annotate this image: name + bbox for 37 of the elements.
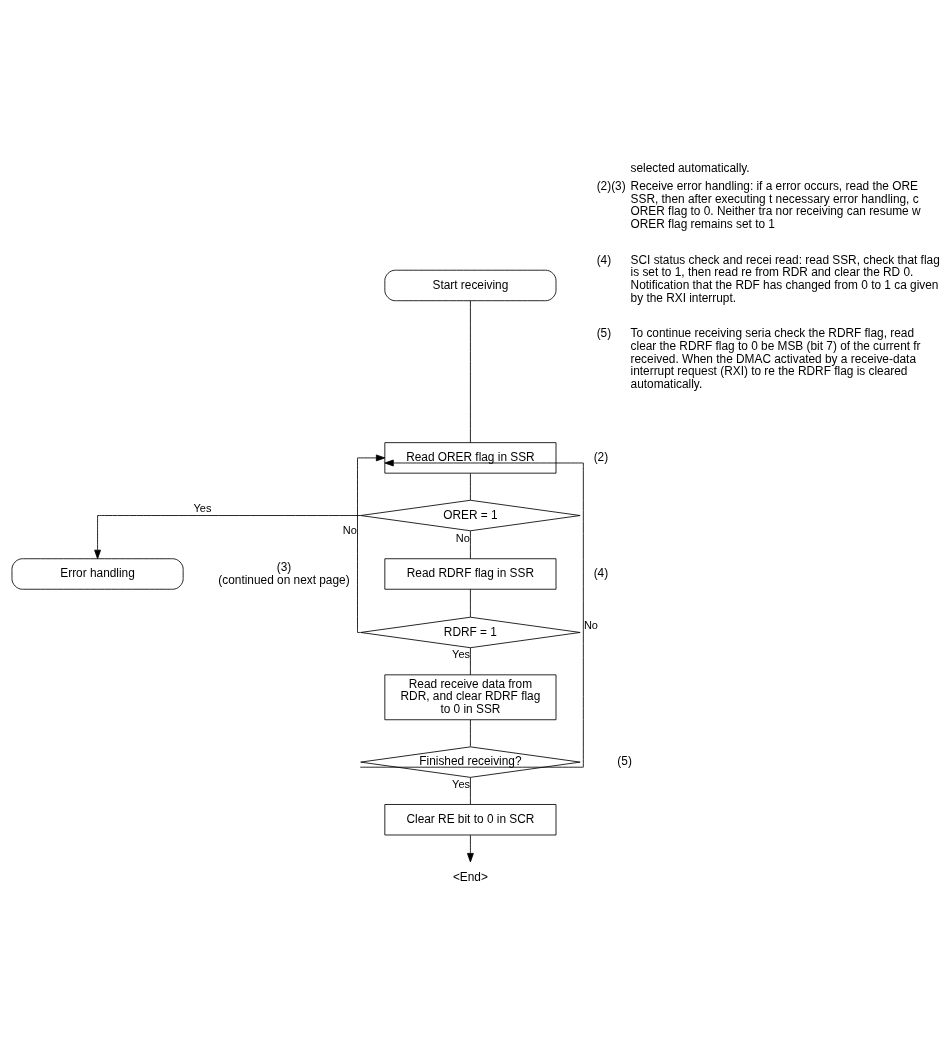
label: (5) [596, 326, 612, 341]
label: (2)(3) [596, 178, 626, 193]
node-box: Clear RE bit to 0 in SCR [384, 804, 557, 836]
edge-label: Yes [193, 502, 212, 515]
connector [470, 719, 471, 747]
connector [470, 300, 471, 444]
node-diamond: ORER = 1 [360, 499, 581, 532]
node-text: <End> [452, 869, 488, 884]
node-label: (2) [593, 450, 609, 465]
node-diamond: Finished receiving? [360, 746, 581, 778]
label: Receive error handling: if a error occurs, read the ORE SSR, then after executing t necessary error handling, c ORER flag to 0. Neither tra nor receiving can resume w ORER flag remains set to 1 [630, 178, 921, 232]
connector [470, 647, 471, 676]
label: To continue receiving seria check the RDRF flag, read clear the RDRF flag to 0 be MSB (bit 7) of the current fr received. When the DMAC activated by a receive-data interrupt request (RXI) to re the RDRF flag is cleared automatically. [630, 326, 921, 392]
arrow [359, 459, 584, 768]
node-box: Start receiving [384, 269, 557, 302]
node-box: Read receive data from RDR, and clear RDRF flag to 0 in SSR [384, 674, 557, 721]
connector [470, 472, 471, 501]
edge-label: Yes [452, 777, 471, 790]
connector [470, 530, 471, 559]
edge-label: No [455, 531, 470, 544]
label: (4) [596, 252, 612, 267]
node-label: (5) [617, 754, 632, 769]
node-label: (4) [593, 566, 609, 581]
arrow [357, 454, 386, 633]
connector [470, 588, 471, 618]
arrow [467, 834, 474, 863]
node-label: (3) [276, 559, 292, 574]
edge-label: No [583, 618, 598, 631]
edge-label: Yes [452, 648, 471, 661]
node-box: Read RDRF flag in SSR [384, 558, 557, 590]
node-diamond: RDRF = 1 [360, 616, 581, 649]
node-box: Error handling [11, 558, 184, 590]
label: SCI status check and recei read: read SSR, check that flag is set to 1, then read re from RDR and clear the RD 0. Notification that the RDF has changed from 0 to 1 ca given by the RXI interrupt. [630, 252, 940, 305]
connector [470, 777, 471, 805]
label: selected automatically. [630, 161, 750, 176]
edge-label: No [342, 524, 357, 537]
arrow [94, 515, 361, 560]
